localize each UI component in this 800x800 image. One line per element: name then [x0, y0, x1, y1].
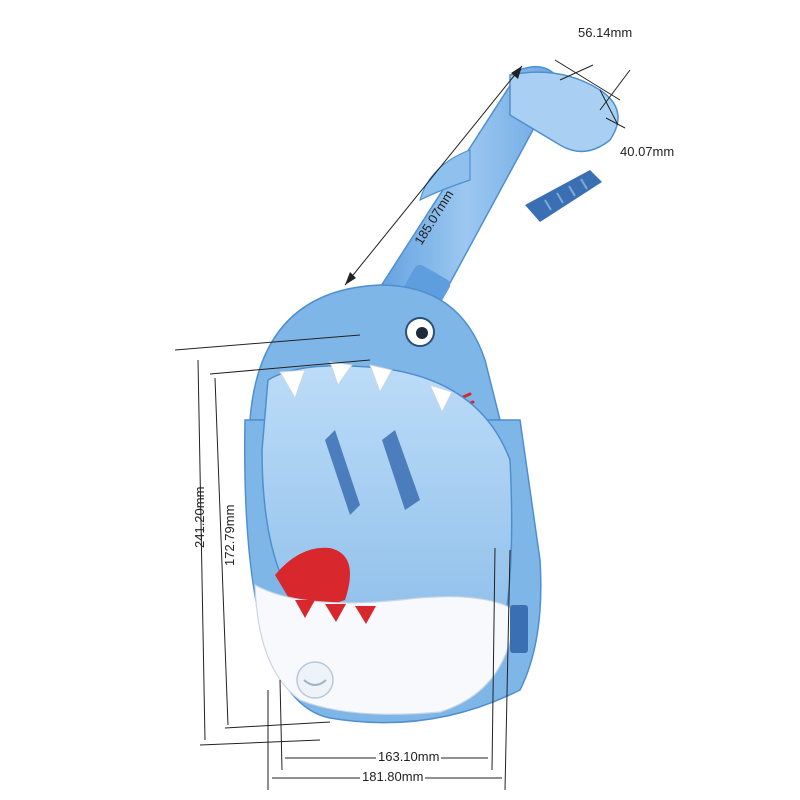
- exhale-valve: [296, 661, 334, 699]
- upper-teeth: [279, 361, 453, 414]
- tip-width-line: [599, 89, 619, 126]
- dim-lens-width: 163.10mm: [376, 749, 442, 764]
- dim-lens-height: 172.79mm: [222, 504, 237, 566]
- side-strap: [510, 605, 528, 653]
- snorkel-tube: [370, 65, 619, 321]
- lens-height-line: [214, 377, 229, 726]
- dim-total-height: 241.20mm: [192, 486, 207, 548]
- tube-top-valve: [509, 71, 619, 153]
- lower-teeth: [295, 600, 376, 624]
- strap-clip: [525, 170, 602, 222]
- dimension-lines: [174, 59, 631, 791]
- mask-body: [243, 361, 542, 724]
- red-breathing-valve: [275, 547, 350, 605]
- dim-strap-clip-width: 56.14mm: [578, 25, 633, 40]
- tube-fin: [419, 149, 471, 202]
- snorkel-length-line: [344, 65, 523, 286]
- total-height-line: [197, 359, 206, 741]
- dim-tube-tip-width: 40.07mm: [620, 144, 675, 159]
- dim-total-width: 181.80mm: [360, 769, 426, 784]
- clip-width-line: [554, 59, 621, 101]
